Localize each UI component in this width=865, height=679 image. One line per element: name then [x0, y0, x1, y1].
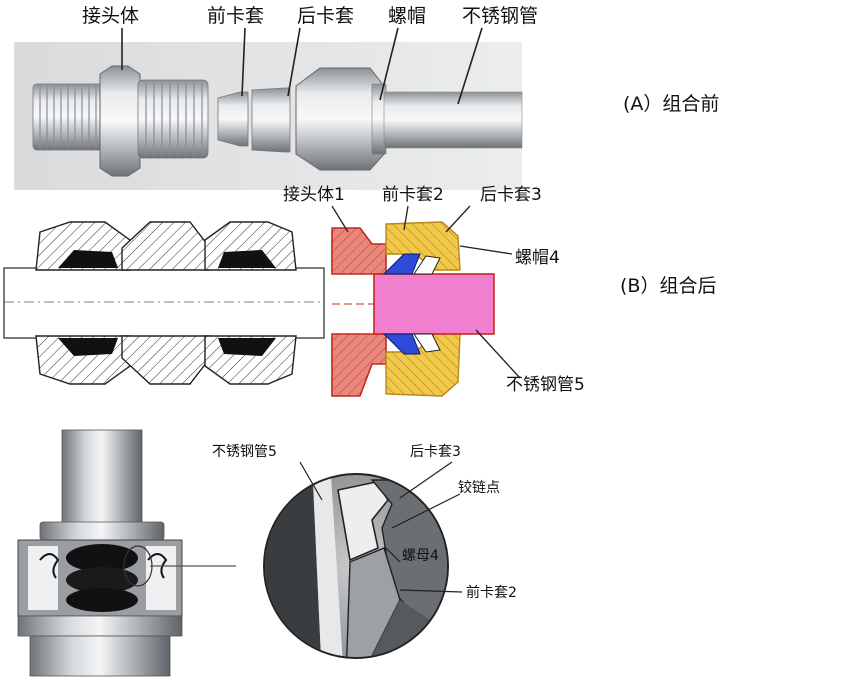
- label-hinge: 铰链点: [458, 480, 500, 496]
- label-back-ferrule-c: 后卡套3: [410, 444, 461, 460]
- label-tube-a: 不锈钢管: [462, 5, 538, 27]
- label-front-ferrule-b: 前卡套2: [382, 185, 444, 205]
- front-ferrule-photo: [217, 91, 249, 147]
- panel-c-photo: [17, 429, 236, 677]
- panel-a: 接头体 前卡套 后卡套 螺帽 不锈钢管 (A）组合前: [14, 5, 719, 190]
- label-body-b: 接头体1: [283, 185, 345, 205]
- label-tube-b: 不锈钢管5: [506, 375, 585, 395]
- label-body-a: 接头体: [82, 5, 139, 27]
- panel-b-section-drawing: [3, 221, 325, 385]
- label-back-ferrule-a: 后卡套: [297, 5, 354, 27]
- panel-a-leaders: [121, 27, 483, 105]
- body-photo: [32, 65, 209, 177]
- panel-c-detail: 不锈钢管5 后卡套3 铰链点 螺母4 前卡套2: [212, 444, 517, 659]
- nut-photo: [295, 67, 385, 171]
- caption-a: (A）组合前: [623, 93, 719, 115]
- caption-b: (B）组合后: [620, 275, 716, 297]
- label-front-ferrule-a: 前卡套: [207, 5, 264, 27]
- label-nut-b: 螺帽4: [515, 248, 560, 268]
- panel-b-leaders: [331, 205, 521, 379]
- label-nut-c: 螺母4: [402, 548, 439, 564]
- back-ferrule-photo: [251, 87, 291, 153]
- label-back-ferrule-b: 后卡套3: [480, 185, 542, 205]
- tube-photo: [383, 91, 523, 149]
- label-nut-a: 螺帽: [388, 5, 426, 27]
- panel-c-leaders: [299, 461, 463, 593]
- label-front-ferrule-c: 前卡套2: [466, 584, 517, 601]
- panel-b-color-section: 接头体1 前卡套2 后卡套3 螺帽4 不锈钢管5 (B）组合后: [283, 185, 716, 397]
- label-tube-c: 不锈钢管5: [212, 444, 277, 460]
